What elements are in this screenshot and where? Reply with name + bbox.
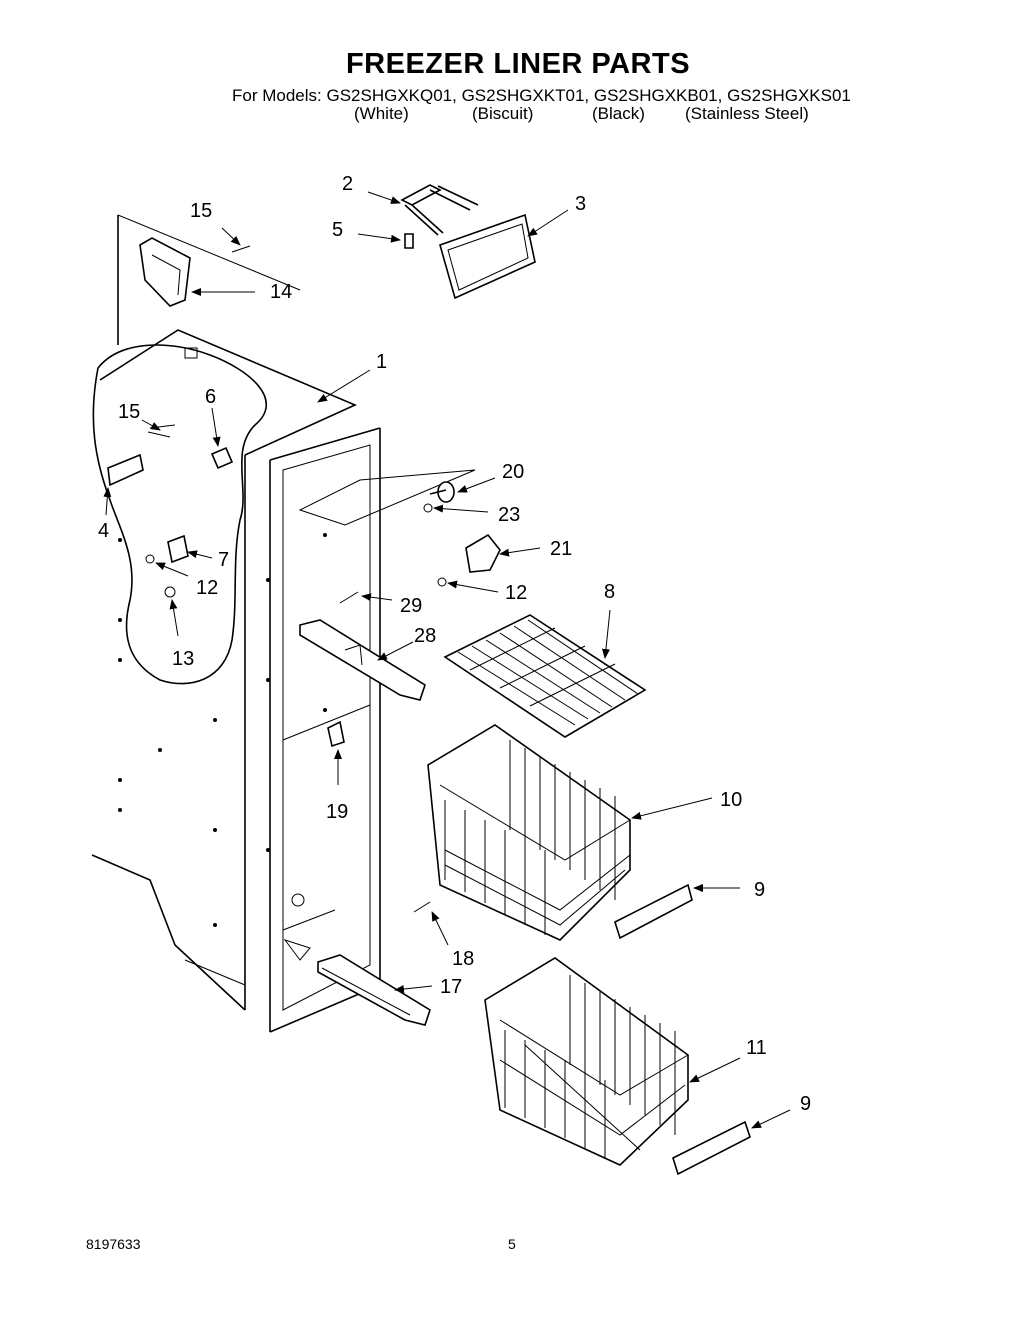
part-15-screw-side [147, 424, 176, 438]
part-20-knob [429, 481, 455, 503]
callout-11: 11 [746, 1037, 767, 1059]
callout-9-upper: 9 [754, 879, 765, 901]
freezer-liner [91, 214, 476, 1033]
callout-13: 13 [172, 648, 194, 670]
document-number: 8197633 [86, 1236, 141, 1252]
callout-6: 6 [205, 386, 216, 408]
callout-23: 23 [498, 504, 520, 526]
part-11-basket [484, 957, 689, 1166]
part-13-plug [164, 586, 176, 598]
callout-14: 14 [270, 281, 292, 303]
color-biscuit: (Biscuit) [472, 104, 534, 123]
color-white: (White) [354, 104, 409, 123]
part-23-screw [423, 503, 433, 513]
part-9-trim-upper [614, 883, 693, 940]
callout-29: 29 [400, 595, 422, 617]
callout-15-side: 15 [118, 401, 140, 423]
part-8-wire-shelf [443, 614, 647, 738]
part-12-screw-left [145, 554, 155, 564]
models-line: For Models: GS2SHGXKQ01, GS2SHGXKT01, GS… [232, 86, 851, 105]
callout-19: 19 [326, 801, 348, 823]
callout-10: 10 [720, 789, 742, 811]
callout-labels: 2 5 3 15 14 1 15 6 4 7 12 13 20 23 21 12… [98, 173, 811, 1115]
callout-7: 7 [218, 549, 229, 571]
callout-12-left: 12 [196, 577, 218, 599]
part-5-screw [404, 233, 414, 249]
callout-20: 20 [502, 461, 524, 483]
part-29-screw [339, 591, 359, 604]
color-black: (Black) [592, 104, 645, 123]
part-3-panel [439, 213, 536, 300]
part-21-housing [465, 533, 501, 573]
callout-2: 2 [342, 173, 353, 195]
callout-12-right: 12 [505, 582, 527, 604]
callout-18: 18 [452, 948, 474, 970]
color-stainless-steel: (Stainless Steel) [685, 104, 809, 123]
part-15-screw-top [231, 245, 251, 253]
callout-5: 5 [332, 219, 343, 241]
part-12-screw-right [437, 577, 447, 587]
part-7-control [167, 534, 189, 564]
callout-3: 3 [575, 193, 586, 215]
part-9-trim-lower [672, 1120, 751, 1176]
part-17-rail [317, 954, 431, 1026]
part-2-bracket [400, 184, 479, 236]
callout-15-top: 15 [190, 200, 212, 222]
callout-1: 1 [376, 351, 387, 373]
part-4-bracket [107, 453, 144, 487]
part-14-bracket [139, 237, 191, 307]
part-19-clip [327, 720, 345, 748]
part-6-clip [210, 446, 234, 470]
page-number: 5 [508, 1236, 516, 1252]
callout-21: 21 [550, 538, 572, 560]
part-28-support [299, 619, 426, 701]
liner-holes [118, 533, 327, 927]
page-title: FREEZER LINER PARTS [345, 48, 691, 80]
callout-9-lower: 9 [800, 1093, 811, 1115]
callout-28: 28 [414, 625, 436, 647]
part-18-screw [413, 901, 431, 913]
callout-17: 17 [440, 976, 462, 998]
callout-8: 8 [604, 581, 615, 603]
leader-lines [103, 191, 791, 1129]
callout-4: 4 [98, 520, 109, 542]
part-10-basket [427, 724, 631, 941]
